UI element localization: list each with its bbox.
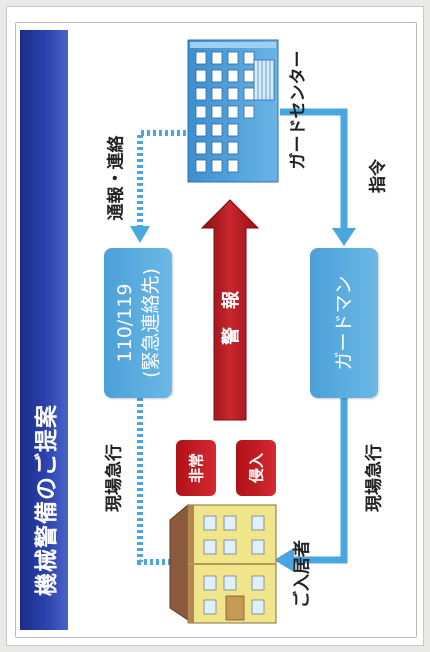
emergency-number: 110/119 [114, 283, 136, 363]
guardman-box [310, 248, 378, 398]
rush-right-label: 現場急行 [364, 444, 385, 512]
guard-center-building-icon [187, 39, 279, 183]
command-label: 指令 [368, 159, 389, 193]
guardman-label: ガードマン [333, 275, 355, 371]
emergency-contact-box [104, 248, 172, 398]
emergency-badge-label: 非常 [187, 452, 206, 484]
rush-left-dotted-line [137, 398, 170, 565]
emergency-contact-caption: (緊急連絡先) [140, 268, 162, 378]
alarm-label: 警 報 [221, 291, 242, 345]
report-contact-label: 通報・連絡 [106, 135, 127, 221]
guard-center-label: ガードセンター [288, 50, 309, 170]
report-contact-dotted-line [137, 130, 186, 228]
rush-right-line [292, 398, 348, 564]
rush-left-label: 現場急行 [104, 444, 125, 512]
intrusion-badge-label: 侵入 [247, 452, 266, 484]
emergency-contact-text: 110/119 (緊急連絡先) [112, 268, 164, 378]
title-bar [20, 30, 68, 630]
command-line [280, 108, 348, 230]
intrusion-badge [236, 440, 276, 496]
emergency-badge [176, 440, 216, 496]
resident-label: ご入居者 [292, 540, 313, 608]
alarm-arrow-icon [200, 199, 260, 421]
house-icon [169, 503, 277, 624]
